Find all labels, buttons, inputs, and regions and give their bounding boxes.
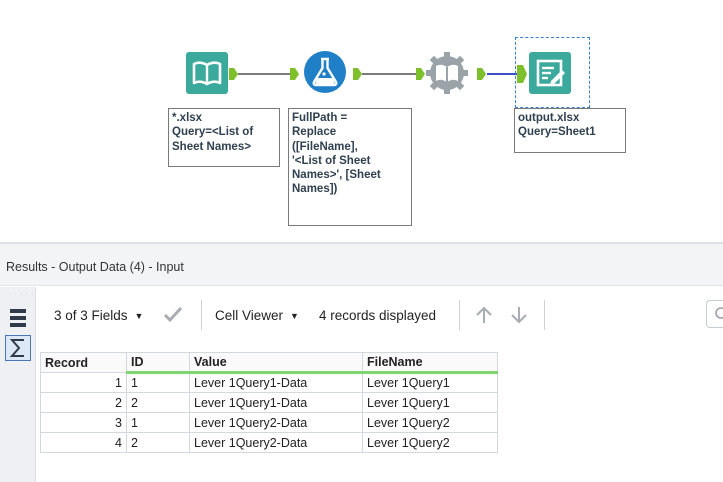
toolbar-divider <box>201 300 202 330</box>
input-data-annotation: *.xlsx Query=<List of Sheet Names> <box>168 108 280 167</box>
document-edit-icon <box>529 52 571 94</box>
output-data-tool[interactable] <box>529 52 571 94</box>
connection-input-to-formula <box>238 73 290 75</box>
fields-selector[interactable]: 3 of 3 Fields ▼ <box>54 308 143 323</box>
output-anchor-icon[interactable] <box>353 68 362 80</box>
sigma-icon <box>9 339 24 357</box>
value-cell[interactable]: Lever 1Query2-Data <box>189 412 363 433</box>
table-row[interactable]: 3 1 Lever 1Query2-Data Lever 1Query2 <box>40 412 498 433</box>
column-header-filename[interactable]: FileName <box>362 352 498 374</box>
results-toolbar: 3 of 3 Fields ▼ Cell Viewer ▼ 4 records di… <box>36 287 723 343</box>
selection-box <box>515 37 590 108</box>
input-anchor-icon[interactable] <box>416 68 425 80</box>
value-cell[interactable]: Lever 1Query2-Data <box>189 432 363 453</box>
viewer-selector[interactable]: Cell Viewer ▼ <box>215 308 299 323</box>
filename-cell[interactable]: Lever 1Query1 <box>362 392 498 413</box>
list-icon <box>10 309 26 327</box>
value-cell[interactable]: Lever 1Query1-Data <box>189 392 363 413</box>
results-pane: Results - Output Data (4) - Input · · · … <box>0 242 723 482</box>
results-table: Record ID Value FileName 1 1 Lever 1Quer… <box>40 352 498 453</box>
table-header-row: Record ID Value FileName <box>40 352 498 374</box>
fields-selector-label: 3 of 3 Fields <box>54 308 128 323</box>
summary-view-button[interactable] <box>5 335 31 361</box>
arrow-down-icon <box>511 307 527 324</box>
toolbar-divider <box>544 300 545 330</box>
arrow-up-icon <box>476 306 492 323</box>
search-icon <box>715 307 723 319</box>
caret-down-icon: ▼ <box>290 311 299 321</box>
checkmark-icon <box>163 306 183 323</box>
table-row[interactable]: 4 2 Lever 1Query2-Data Lever 1Query2 <box>40 432 498 453</box>
column-header-record[interactable]: Record <box>40 352 127 373</box>
output-anchor-icon[interactable] <box>229 68 238 80</box>
record-cell[interactable]: 1 <box>40 372 127 393</box>
value-cell[interactable]: Lever 1Query1-Data <box>189 372 363 393</box>
results-header: Results - Output Data (4) - Input <box>0 244 723 286</box>
record-cell[interactable]: 3 <box>40 412 127 433</box>
connection-formula-to-dynamic <box>362 73 418 75</box>
search-input[interactable] <box>706 300 723 328</box>
filename-cell[interactable]: Lever 1Query2 <box>362 432 498 453</box>
record-cell[interactable]: 4 <box>40 432 127 453</box>
dynamic-input-tool[interactable] <box>426 52 468 94</box>
records-displayed: 4 records displayed <box>319 308 437 323</box>
formula-annotation: FullPath = Replace ([FileName], '<List o… <box>288 108 412 226</box>
scroll-down-button[interactable] <box>509 305 529 328</box>
viewer-selector-label: Cell Viewer <box>215 308 284 323</box>
caret-down-icon: ▼ <box>134 311 144 321</box>
scroll-up-button[interactable] <box>474 305 494 328</box>
output-anchor-icon[interactable] <box>477 68 486 80</box>
table-view-button[interactable] <box>5 305 31 331</box>
column-header-value[interactable]: Value <box>189 352 363 374</box>
flask-icon <box>304 51 346 93</box>
book-icon <box>186 52 228 94</box>
grip-handle[interactable]: · · · · · <box>9 291 35 297</box>
gear-book-icon <box>426 52 468 94</box>
table-row[interactable]: 1 1 Lever 1Query1-Data Lever 1Query1 <box>40 372 498 393</box>
formula-tool[interactable] <box>303 50 347 94</box>
apply-button[interactable] <box>163 305 183 326</box>
connection-dynamic-to-output <box>487 73 517 75</box>
input-data-tool[interactable] <box>186 52 228 94</box>
id-cell[interactable]: 2 <box>126 432 190 453</box>
input-anchor-icon[interactable] <box>517 65 527 83</box>
input-anchor-icon[interactable] <box>290 68 299 80</box>
id-cell[interactable]: 1 <box>126 412 190 433</box>
id-cell[interactable]: 2 <box>126 392 190 413</box>
output-data-annotation: output.xlsx Query=Sheet1 <box>514 108 626 153</box>
workflow-canvas[interactable]: *.xlsx Query=<List of Sheet Names> FullP… <box>0 0 723 242</box>
table-row[interactable]: 2 2 Lever 1Query1-Data Lever 1Query1 <box>40 392 498 413</box>
id-cell[interactable]: 1 <box>126 372 190 393</box>
toolbar-divider <box>459 300 460 330</box>
filename-cell[interactable]: Lever 1Query1 <box>362 372 498 393</box>
results-side-rail: · · · · · <box>0 287 36 482</box>
column-header-id[interactable]: ID <box>126 352 190 374</box>
record-cell[interactable]: 2 <box>40 392 127 413</box>
filename-cell[interactable]: Lever 1Query2 <box>362 412 498 433</box>
